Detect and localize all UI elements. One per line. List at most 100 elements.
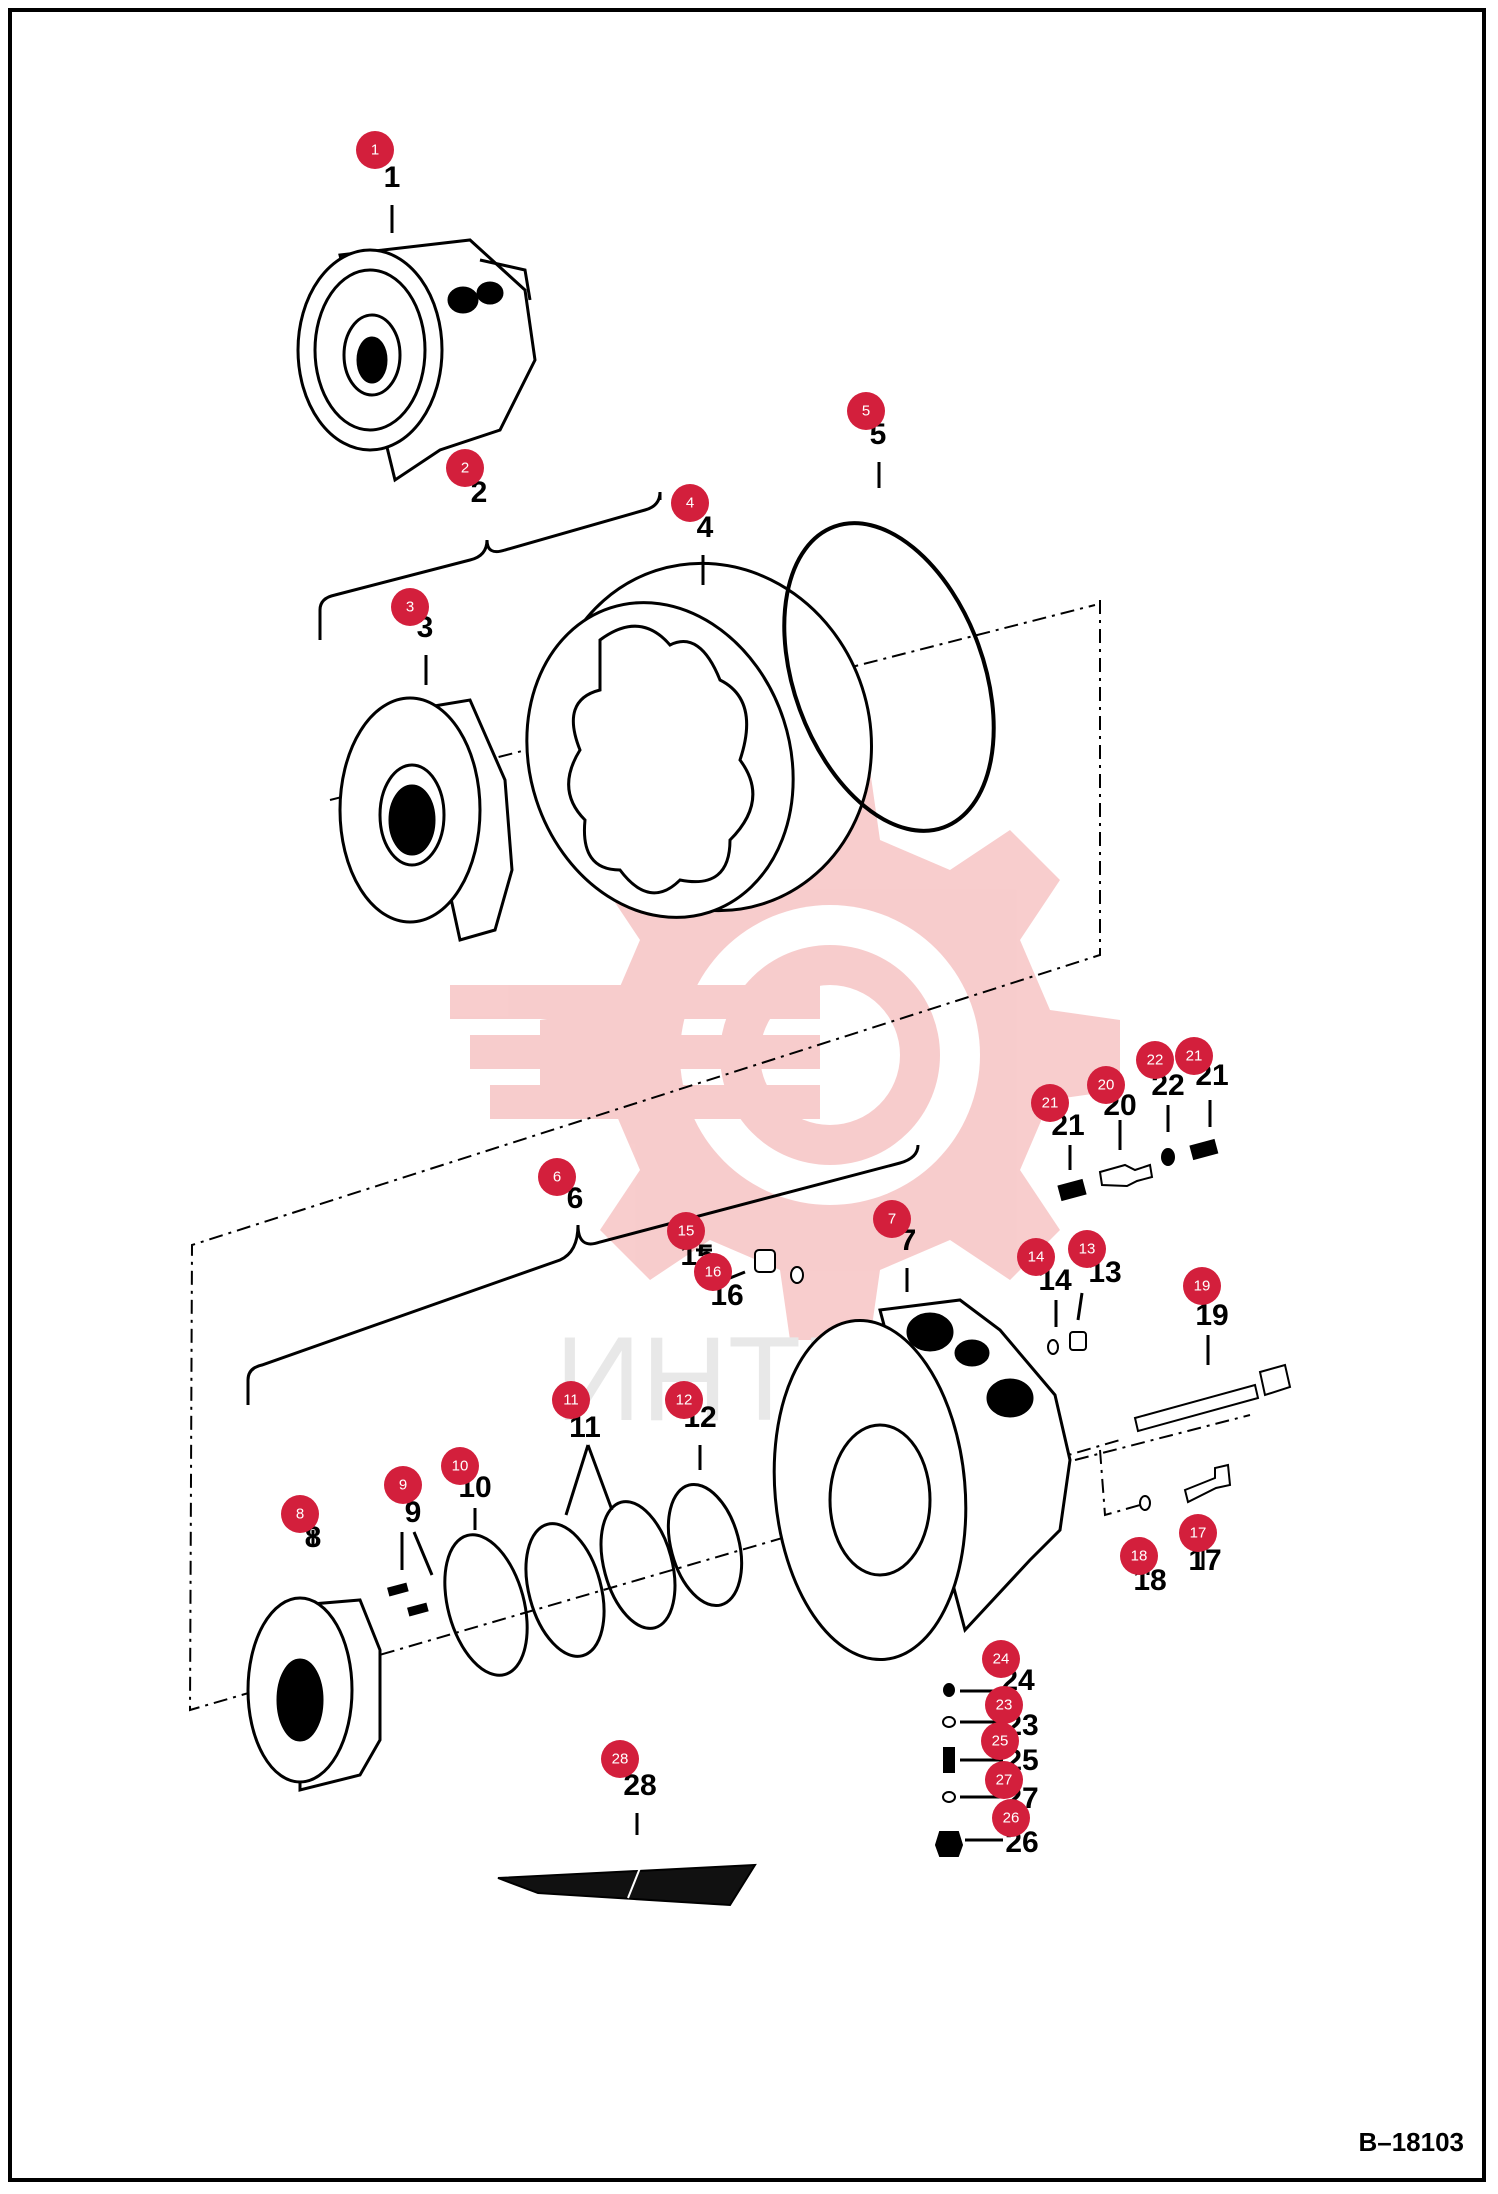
part-21-spring-b (1189, 1138, 1219, 1161)
callout-1[interactable]: 1 (356, 131, 394, 169)
part-1-motor-assembly (296, 238, 537, 483)
svg-text:16: 16 (705, 1264, 722, 1281)
figure-id: B–18103 (1358, 2127, 1464, 2157)
part-7-housing (772, 1298, 1072, 1662)
svg-text:2: 2 (461, 460, 469, 477)
svg-text:7: 7 (888, 1211, 896, 1228)
callout-12[interactable]: 12 (665, 1381, 703, 1419)
watermark-bar-2 (470, 1035, 820, 1069)
svg-text:14: 14 (1028, 1249, 1045, 1266)
callout-15[interactable]: 15 (667, 1212, 705, 1250)
callout-7[interactable]: 7 (873, 1200, 911, 1238)
part-28-decal (497, 1863, 757, 1907)
callout-11[interactable]: 11 (552, 1381, 590, 1419)
leader-lines (311, 205, 1212, 1842)
part-20-valve (1098, 1163, 1154, 1188)
callout-24[interactable]: 24 (982, 1640, 1020, 1678)
part-21-spring-a (1057, 1178, 1087, 1202)
callout-23[interactable]: 23 (985, 1686, 1023, 1724)
svg-text:25: 25 (992, 1733, 1009, 1750)
part-9-pins (387, 1582, 429, 1617)
watermark-logo (450, 770, 1120, 1340)
svg-text:17: 17 (1190, 1525, 1207, 1542)
svg-text:5: 5 (862, 403, 870, 420)
svg-text:28: 28 (612, 1751, 629, 1768)
part-4-stator (525, 561, 873, 919)
reference-numbers: 1 2 3 4 5 6 7 8 9 10 11 12 13 14 15 16 1… (305, 161, 1229, 1859)
callout-21b[interactable]: 21 (1175, 1037, 1213, 1075)
svg-text:26: 26 (1003, 1810, 1020, 1827)
assembly-guides (188, 600, 1251, 1712)
callout-10[interactable]: 10 (441, 1447, 479, 1485)
svg-text:20: 20 (1098, 1077, 1115, 1094)
svg-text:21: 21 (1186, 1048, 1203, 1065)
callout-19[interactable]: 19 (1183, 1267, 1221, 1305)
part-13-plug (1069, 1331, 1087, 1351)
svg-text:11: 11 (563, 1392, 579, 1409)
svg-text:3: 3 (406, 599, 414, 616)
svg-text:15: 15 (678, 1223, 695, 1240)
svg-text:24: 24 (993, 1651, 1010, 1668)
svg-text:10: 10 (452, 1458, 469, 1475)
callout-18[interactable]: 18 (1120, 1537, 1158, 1575)
callout-25[interactable]: 25 (981, 1722, 1019, 1760)
part-22-seal (1161, 1148, 1175, 1166)
callout-22[interactable]: 22 (1136, 1041, 1174, 1079)
svg-text:21: 21 (1042, 1095, 1059, 1112)
callout-27[interactable]: 27 (985, 1761, 1023, 1799)
callout-2[interactable]: 2 (446, 449, 484, 487)
callout-8[interactable]: 8 (281, 1495, 319, 1533)
svg-text:4: 4 (686, 495, 694, 512)
callout-17[interactable]: 17 (1179, 1514, 1217, 1552)
callout-4[interactable]: 4 (671, 484, 709, 522)
svg-text:27: 27 (996, 1772, 1013, 1789)
svg-text:6: 6 (553, 1169, 561, 1186)
svg-text:13: 13 (1079, 1241, 1096, 1258)
part-16-seal (790, 1266, 804, 1284)
svg-text:22: 22 (1147, 1052, 1164, 1069)
part-18-seal (1139, 1495, 1151, 1511)
callout-26[interactable]: 26 (992, 1799, 1030, 1837)
watermark-bar-3 (490, 1085, 820, 1119)
ref-6: 6 (567, 1182, 584, 1215)
callout-6[interactable]: 6 (538, 1158, 576, 1196)
callout-5[interactable]: 5 (847, 392, 885, 430)
part-14-seal (1047, 1339, 1059, 1355)
callouts: 1 2 3 4 5 6 7 8 9 10 11 12 13 14 15 16 1… (281, 131, 1221, 1837)
part-5-o-ring (782, 521, 996, 833)
ref-9: 9 (405, 1496, 422, 1529)
callout-9[interactable]: 9 (384, 1466, 422, 1504)
ref-1: 1 (384, 161, 401, 194)
bracket-part-6 (246, 1144, 920, 1405)
part-17-fitting (1183, 1463, 1232, 1504)
part-8-plate (246, 1596, 382, 1792)
part-11-ring-a (524, 1522, 606, 1658)
callout-13[interactable]: 13 (1068, 1230, 1106, 1268)
svg-text:1: 1 (371, 142, 379, 159)
parts-23-27-stack (934, 1683, 964, 1857)
svg-text:23: 23 (996, 1697, 1013, 1714)
part-11-ring-b (599, 1500, 677, 1630)
svg-text:8: 8 (296, 1506, 304, 1523)
callout-16[interactable]: 16 (694, 1253, 732, 1291)
rings-10-11-12 (443, 1482, 744, 1677)
svg-text:9: 9 (399, 1477, 407, 1494)
part-15-plug (754, 1249, 776, 1273)
callout-21a[interactable]: 21 (1031, 1084, 1069, 1122)
watermark-bar-1 (450, 985, 820, 1019)
part-10-ring (443, 1533, 529, 1677)
svg-text:12: 12 (676, 1392, 693, 1409)
small-parts (754, 1138, 1292, 1857)
bracket-part-2 (318, 491, 662, 640)
callout-3[interactable]: 3 (391, 588, 429, 626)
callout-14[interactable]: 14 (1017, 1238, 1055, 1276)
svg-text:19: 19 (1194, 1278, 1211, 1295)
svg-text:18: 18 (1131, 1548, 1148, 1565)
ref-4: 4 (697, 511, 714, 544)
callout-28[interactable]: 28 (601, 1740, 639, 1778)
part-12-ring (666, 1482, 744, 1608)
callout-20[interactable]: 20 (1087, 1066, 1125, 1104)
part-3-rotor (338, 696, 514, 942)
part-19-bolt (1133, 1363, 1292, 1433)
